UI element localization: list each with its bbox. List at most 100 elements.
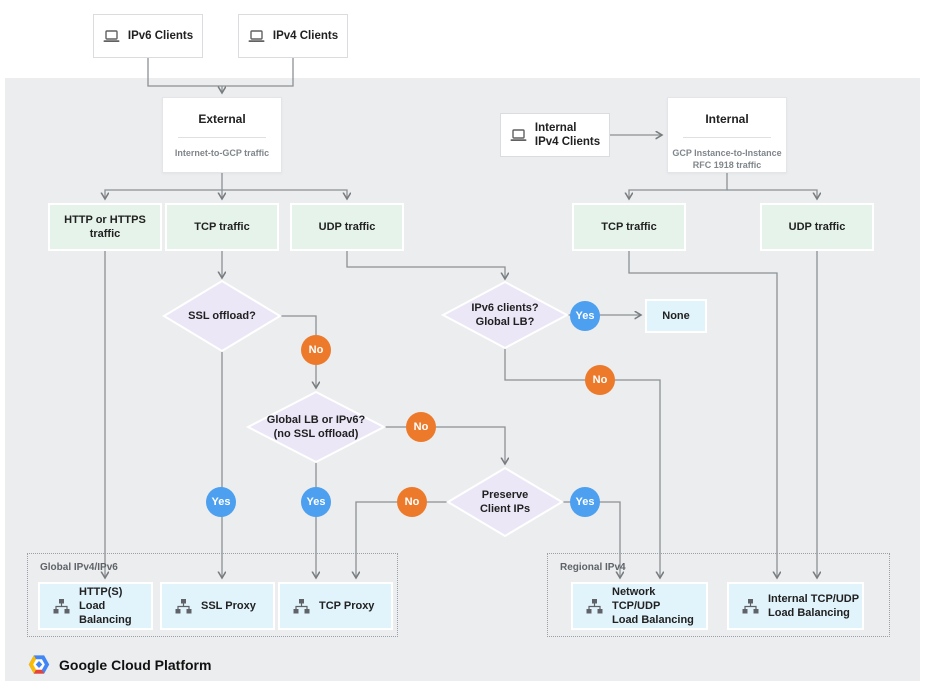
box-ipv4-clients: IPv4 Clients — [238, 14, 348, 58]
group-global-ipv4-ipv6: Global IPv4/IPv6 — [27, 553, 398, 637]
edge-external-http — [105, 173, 223, 199]
decision-preserve-ips-label: Preserve Client IPs — [448, 475, 562, 529]
internal-lb-line2: Load Balancing — [768, 607, 850, 619]
box-https-load-balancing: HTTP(S) Load Balancing — [38, 582, 153, 630]
ssl-offload-text: SSL offload? — [188, 310, 256, 322]
internal-lb-label: Internal TCP/UDP Load Balancing — [768, 592, 859, 620]
box-udp-traffic-internal: UDP traffic — [760, 203, 874, 251]
decision-ipv6-global-label: IPv6 clients? Global LB? — [443, 288, 567, 342]
http-traffic-line2: traffic — [89, 228, 121, 240]
sitemap-icon — [742, 598, 759, 614]
internal-clients-label: Internal IPv4 Clients — [535, 121, 600, 149]
diamond-ssl-offload — [162, 279, 282, 353]
global-lb-line2: (no SSL offload) — [273, 428, 359, 440]
footer: Google Cloud Platform — [28, 654, 211, 675]
preserve-line2: Client IPs — [479, 503, 531, 515]
edge-tcpright-internallb — [628, 251, 777, 578]
internal-clients-line2: IPv4 Clients — [534, 136, 601, 148]
box-ipv6-clients: IPv6 Clients — [93, 14, 203, 58]
sitemap-icon — [175, 598, 192, 614]
no-label: No — [308, 344, 324, 356]
box-tcp-traffic-internal: TCP traffic — [572, 203, 686, 251]
decision-ssl-offload-label: SSL offload? — [164, 291, 280, 341]
https-lb-line2: Load Balancing — [79, 600, 132, 626]
edge-external-udp — [222, 189, 347, 199]
yes-label: Yes — [211, 496, 231, 508]
tcp-traffic-label: TCP traffic — [601, 221, 657, 233]
edge-ipv6-no-networklb — [504, 348, 660, 578]
divider — [683, 137, 771, 138]
internal-lb-line1: Internal TCP/UDP — [768, 593, 860, 605]
box-none: None — [645, 299, 707, 333]
box-ssl-proxy: SSL Proxy — [160, 582, 275, 630]
no-label: No — [413, 421, 429, 433]
edge-internal-tcp — [629, 173, 728, 199]
yes-badge-ssl-offload: Yes — [206, 487, 236, 517]
sitemap-icon — [293, 598, 310, 614]
yes-label: Yes — [306, 496, 326, 508]
no-badge-ipv6-global: No — [585, 365, 615, 395]
udp-traffic-label: UDP traffic — [788, 221, 846, 233]
udp-traffic-label: UDP traffic — [318, 221, 376, 233]
http-traffic-line1: HTTP or HTTPS — [64, 214, 146, 226]
no-label: No — [592, 374, 608, 386]
box-tcp-traffic-external: TCP traffic — [165, 203, 279, 251]
edge-globallb-no-preserve — [384, 426, 505, 464]
yes-label: Yes — [575, 310, 595, 322]
decision-global-lb-label: Global LB or IPv6? (no SSL offload) — [248, 400, 384, 454]
internal-subtitle-line1: GCP Instance-to-Instance — [672, 148, 782, 158]
https-lb-line1: HTTP(S) — [79, 586, 123, 598]
edge-udp-ipv6diamond — [346, 251, 505, 279]
no-label: No — [404, 496, 420, 508]
tcp-proxy-label: TCP Proxy — [319, 600, 375, 612]
diamond-global-lb — [245, 390, 387, 464]
ipv6-global-line1: IPv6 clients? — [471, 302, 539, 314]
https-lb-label: HTTP(S) Load Balancing — [79, 585, 151, 627]
box-internal: Internal GCP Instance-to-Instance RFC 19… — [667, 97, 787, 173]
edge-internal-udp — [727, 189, 817, 199]
sitemap-icon — [586, 598, 603, 614]
external-title: External — [198, 112, 246, 126]
footer-brand-text: Google Cloud Platform — [59, 656, 212, 673]
box-internal-ipv4-clients: Internal IPv4 Clients — [500, 113, 610, 157]
ipv4-clients-label: IPv4 Clients — [272, 30, 339, 42]
ssl-proxy-label: SSL Proxy — [201, 600, 256, 612]
box-external: External Internet-to-GCP traffic — [162, 97, 282, 173]
yes-badge-preserve-ips: Yes — [570, 487, 600, 517]
diagram-panel-background — [5, 78, 920, 681]
diamond-ipv6-global — [440, 280, 570, 350]
sitemap-icon — [53, 598, 70, 614]
group-global-label: Global IPv4/IPv6 — [40, 562, 118, 573]
no-badge-ssl-offload: No — [301, 335, 331, 365]
box-http-https-traffic: HTTP or HTTPS traffic — [48, 203, 162, 251]
internal-title: Internal — [705, 112, 749, 126]
http-traffic-label: HTTP or HTTPS traffic — [64, 213, 146, 241]
yes-badge-global-lb: Yes — [301, 487, 331, 517]
tcp-traffic-label: TCP traffic — [194, 221, 250, 233]
yes-label: Yes — [575, 496, 595, 508]
external-subtitle: Internet-to-GCP traffic — [174, 148, 270, 158]
diamond-preserve-ips — [446, 466, 564, 538]
no-badge-global-lb: No — [406, 412, 436, 442]
network-lb-line2: Load Balancing — [612, 614, 694, 626]
laptop-icon — [103, 29, 120, 43]
internal-subtitle: GCP Instance-to-Instance RFC 1918 traffi… — [672, 147, 781, 171]
internal-subtitle-line2: RFC 1918 traffic — [692, 160, 762, 170]
ipv6-global-line2: Global LB? — [475, 316, 535, 328]
box-internal-tcp-udp-lb: Internal TCP/UDP Load Balancing — [727, 582, 864, 630]
network-lb-label: Network TCP/UDP Load Balancing — [612, 585, 706, 627]
no-badge-preserve-ips: No — [397, 487, 427, 517]
group-regional-label: Regional IPv4 — [560, 562, 626, 573]
box-tcp-proxy: TCP Proxy — [278, 582, 393, 630]
laptop-icon — [510, 128, 527, 142]
divider — [178, 137, 266, 138]
ipv6-clients-label: IPv6 Clients — [127, 30, 194, 42]
box-udp-traffic-external: UDP traffic — [290, 203, 404, 251]
box-network-tcp-udp-lb: Network TCP/UDP Load Balancing — [571, 582, 708, 630]
internal-clients-line1: Internal — [534, 122, 577, 134]
google-cloud-logo-icon — [28, 654, 50, 675]
global-lb-line1: Global LB or IPv6? — [266, 414, 366, 426]
network-lb-line1: Network TCP/UDP — [612, 586, 661, 612]
